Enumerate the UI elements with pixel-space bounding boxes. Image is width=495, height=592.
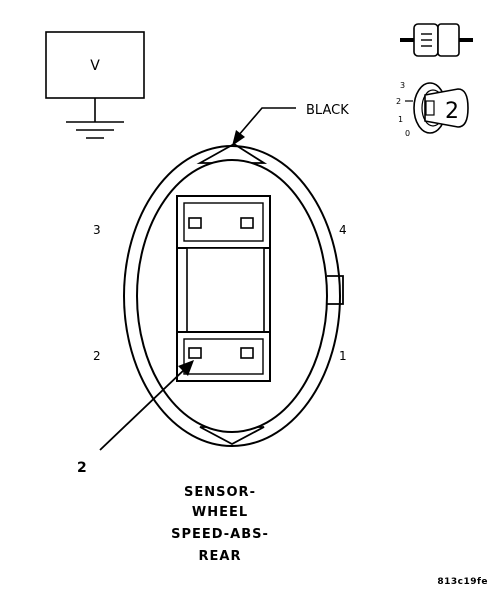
ground-icon: [66, 121, 124, 139]
title-line-1: SENSOR-: [184, 485, 256, 500]
pin-2-terminal: [188, 347, 202, 359]
wire-color-label: BLACK: [306, 103, 349, 118]
title-line-3: SPEED-ABS-: [171, 527, 269, 542]
key-position-0: 0: [405, 129, 410, 138]
connector-icon: [400, 23, 473, 57]
key-selected-position: 2: [445, 99, 459, 124]
ignition-key-icon: 3 2 1 0 2: [396, 81, 469, 138]
pin-label-3: 3: [93, 223, 101, 237]
voltmeter-label: V: [90, 58, 100, 74]
pin-label-1: 1: [339, 349, 347, 363]
pin-label-2: 2: [93, 349, 101, 363]
component-title: SENSOR- WHEEL SPEED-ABS- REAR: [171, 485, 269, 564]
voltmeter: V: [45, 31, 145, 122]
key-position-1: 1: [398, 115, 403, 124]
connector-body: [123, 142, 344, 447]
pin-4-terminal: [240, 217, 254, 229]
title-line-2: WHEEL: [192, 505, 248, 520]
wire-color-callout: BLACK: [232, 103, 349, 146]
pin-label-4: 4: [339, 223, 347, 237]
key-position-2: 2: [396, 97, 401, 106]
pin-3-terminal: [188, 217, 202, 229]
title-line-4: REAR: [199, 549, 242, 564]
key-position-3: 3: [400, 81, 405, 90]
pin-callout: 2: [77, 360, 194, 476]
callout-number: 2: [77, 460, 88, 476]
figure-id: 813c19fe: [437, 577, 488, 587]
pin-1-terminal: [240, 347, 254, 359]
